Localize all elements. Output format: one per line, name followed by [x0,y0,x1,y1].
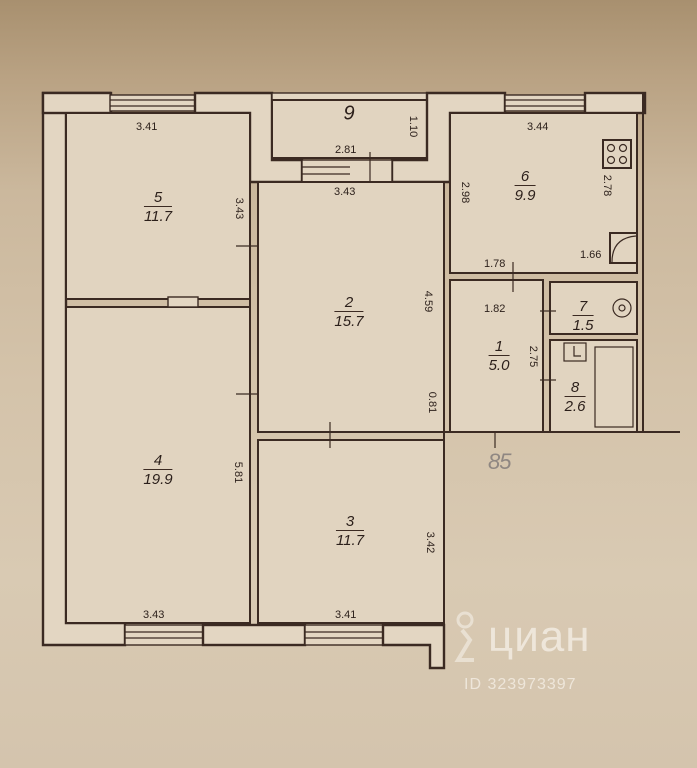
wall-bottom-right [381,623,446,670]
cian-pin-icon [454,611,474,662]
room-area: 2.6 [564,396,586,415]
dim-room2-doorway: 0.81 [426,391,439,414]
bathtub-icon [594,346,634,428]
room-area: 5.0 [488,355,510,374]
window-room6 [504,94,586,112]
dim-room6-top: 3.44 [527,121,549,133]
room-area: 19.9 [143,469,173,488]
room-9 [271,99,428,159]
total-area-label: 85 [488,449,512,474]
dim-room5-top: 3.41 [136,121,158,133]
room-number: 6 [520,168,530,185]
room-8-label: 8 2.6 [564,379,586,415]
dim-room1-top: 1.82 [484,303,506,315]
room-area: 1.5 [572,315,594,334]
room-area: 9.9 [514,185,536,204]
watermark-brand: циан [488,612,591,661]
room-number: 4 [153,452,163,469]
room-number: 1 [494,338,504,355]
dim-room2-right: 4.59 [422,290,435,313]
dim-room4-right: 5.81 [232,461,245,484]
room-4-label: 4 19.9 [143,452,173,488]
dim-room3-bottom: 3.41 [335,609,357,621]
wall-top-left [41,91,113,115]
dim-room6-left: 2.98 [459,181,472,204]
room-number: 5 [153,189,163,206]
window-room3 [304,624,384,646]
room-2 [257,181,445,433]
room-number: 2 [344,294,354,311]
room-area: 11.7 [335,530,365,549]
sink-icon [563,342,587,362]
room-6-label: 6 9.9 [514,168,536,204]
dim-room2-top: 3.43 [334,186,356,198]
watermark-id: ID 323973397 [464,676,577,693]
room-area: 15.7 [334,311,364,330]
room-2-label: 2 15.7 [334,294,364,330]
dim-room9-width: 2.81 [335,144,357,156]
dim-room6-nook: 1.66 [580,249,602,261]
room-number: 9 [343,102,355,125]
wall-top-right [583,91,647,115]
room-4 [65,306,251,624]
wall-bottom-mid [201,623,307,647]
room-9-label: 9 [343,103,354,126]
room-1-label: 1 5.0 [488,338,510,374]
balcony-door [301,159,393,183]
dim-room1-right: 2.75 [527,345,540,368]
room-3 [257,439,445,624]
room-8 [549,339,638,433]
room-number: 3 [345,513,355,530]
window-room4 [124,624,204,646]
dim-room3-right: 3.42 [424,531,437,554]
stove-icon [602,139,632,169]
dim-room5-right: 3.43 [233,197,246,220]
room-number: 8 [570,379,580,396]
room-area: 11.7 [143,206,173,225]
room-1 [449,279,544,433]
room-number: 7 [578,298,588,315]
window-room5 [109,94,196,112]
dim-room6-right: 2.78 [601,174,614,197]
room-5-label: 5 11.7 [143,189,173,225]
room-7 [549,281,638,335]
dim-room9-depth: 1.10 [407,115,420,138]
room-3-label: 3 11.7 [335,513,365,549]
dim-room1-top-outer: 1.78 [484,258,506,270]
toilet-icon [612,298,632,318]
dim-room4-bottom: 3.43 [143,609,165,621]
room-7-label: 7 1.5 [572,298,594,334]
